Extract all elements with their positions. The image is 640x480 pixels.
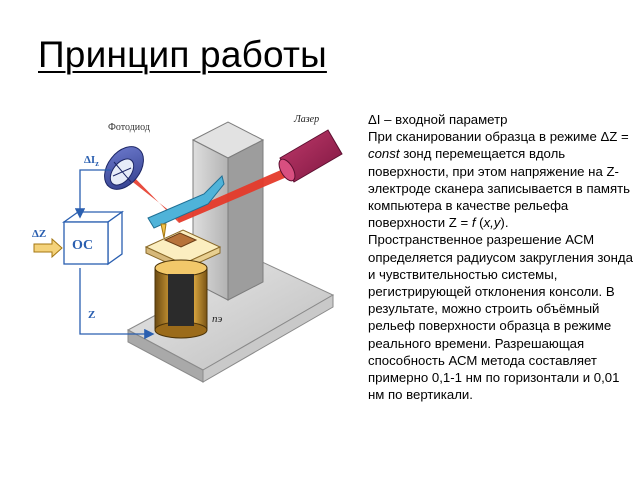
cantilever	[147, 175, 225, 239]
description-line-1: ΔI – входной параметр	[368, 112, 508, 127]
laser-icon	[278, 129, 343, 183]
base-plate	[126, 259, 335, 383]
slide-title: Принцип работы	[38, 34, 327, 75]
description: ΔI – входной параметр При сканировании о…	[368, 111, 636, 403]
description-paragraph-2: Пространственное разрешение АСМ определя…	[368, 232, 633, 403]
afm-diagram: пэ Фотодиод Лазер ОС ΔIz Z ΔZ	[32, 114, 343, 383]
piezo-label: пэ	[212, 313, 223, 325]
delta-i-label: ΔIz	[84, 154, 99, 168]
piezo-scanner: пэ	[154, 259, 223, 339]
feedback-lines	[74, 169, 155, 340]
delta-z-input: ΔZ	[32, 228, 63, 259]
z-label: Z	[88, 309, 95, 321]
description-paragraph-1: При сканировании образца в режиме ΔZ = c…	[368, 129, 631, 231]
laser-beams	[120, 166, 294, 223]
photodiode-label: Фотодиод	[108, 122, 150, 133]
photodiode-icon: Фотодиод	[104, 122, 150, 190]
oc-label: ОС	[72, 238, 93, 253]
laser-label: Лазер	[293, 114, 319, 125]
delta-z-label: ΔZ	[32, 228, 46, 240]
feedback-box: ОС	[61, 210, 125, 266]
